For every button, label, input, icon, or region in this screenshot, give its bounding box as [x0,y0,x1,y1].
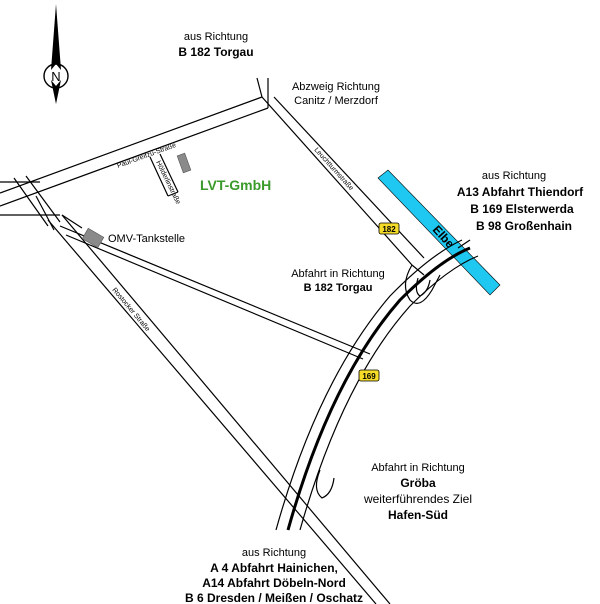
south-label-3: B 6 Dresden / Meißen / Oschatz [185,591,363,604]
svg-text:182: 182 [382,225,396,234]
lvt-gmbh-building [176,152,192,174]
svg-text:169: 169 [362,372,376,381]
compass-letter: N [51,69,60,84]
street-paul-greifzu: Paul-Greifzu-Straße [116,142,177,170]
south-aus-label: aus Richtung [242,547,306,559]
paul-greifzu-strasse [0,96,269,207]
north-road-label: B 182 Torgau [178,45,253,59]
east-label-3: B 98 Großenhain [476,219,572,233]
abfahrt-groeba-3: weiterführendes Ziel [363,492,472,506]
abfahrt-groeba-2: Gröba [400,476,436,490]
west-intersection [0,175,61,231]
south-label-1: A 4 Abfahrt Hainichen, [210,561,338,575]
north-road-b182 [256,77,269,108]
street-leuchtturm: Leuchtturmstraße [313,147,355,193]
gas-station-label: OMV-Tankstelle [108,233,185,245]
abfahrt-torgau-1: Abfahrt in Richtung [291,268,385,280]
east-label-1: A13 Abfahrt Thiendorf [457,185,584,199]
bridge-approach [457,239,471,249]
shield-182: 182 [378,222,400,235]
company-label: LVT-GmbH [200,177,271,193]
compass-north-arrow: N [43,4,69,104]
abzweig-label-1: Abzweig Richtung [292,81,380,93]
street-hoelderlin: Hölderlinstraße [154,160,181,206]
abzweig-label-2: Canitz / Merzdorf [294,95,379,107]
east-aus-label: aus Richtung [482,170,546,182]
hoelderlinstrasse-road [149,153,179,197]
ramp-loop-north [404,264,441,304]
b169-outline-right [299,255,479,531]
south-connector-road [59,214,371,360]
east-label-2: B 169 Elsterwerda [470,202,574,216]
south-label-2: A14 Abfahrt Döbeln-Nord [202,576,346,590]
rostocker-strasse-road [47,214,391,604]
omv-building [81,227,105,249]
abfahrt-groeba-4: Hafen-Süd [388,508,448,522]
ramp-loop-south [315,469,335,499]
north-aus-label: aus Richtung [184,31,248,43]
b169-highway [286,246,471,531]
abfahrt-groeba-1: Abfahrt in Richtung [371,462,465,474]
shield-169: 169 [358,369,380,382]
street-rostocker: Rostocker Straße [110,287,150,333]
abfahrt-torgau-2: B 182 Torgau [304,282,373,294]
b169-outline-left [275,239,463,531]
